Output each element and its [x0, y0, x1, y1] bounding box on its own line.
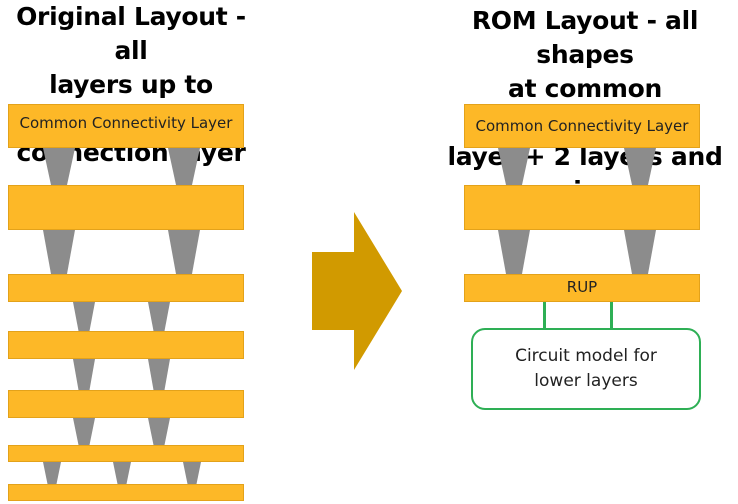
left-layer-4 [8, 331, 244, 359]
left-via [148, 359, 170, 390]
rup-layer [464, 274, 700, 302]
left-via [43, 230, 75, 274]
connector-line [543, 302, 546, 329]
left-layer-6 [8, 445, 244, 462]
left-via [183, 462, 201, 484]
circuit-model-text: Circuit model for lower layers [515, 346, 657, 391]
left-via [148, 302, 170, 331]
left-common-layer-label: Common Connectivity Layer [19, 114, 233, 132]
left-layer-7 [8, 484, 244, 501]
left-via [43, 148, 75, 185]
left-via [73, 418, 95, 445]
left-layer-2 [8, 185, 244, 230]
connector-line [610, 302, 613, 329]
left-via [73, 302, 95, 331]
left-via [73, 359, 95, 390]
left-via [148, 418, 170, 445]
right-layer-common [464, 104, 700, 148]
left-via [43, 462, 61, 484]
left-via [168, 230, 200, 274]
right-via [624, 230, 656, 274]
left-via [168, 148, 200, 185]
right-via [498, 230, 530, 274]
right-layer-2 [464, 185, 700, 230]
left-layer-common [8, 104, 244, 148]
left-via [113, 462, 131, 484]
rup-label: RUP [566, 278, 598, 296]
circuit-model-box: Circuit model for lower layers [471, 328, 701, 410]
left-layer-3 [8, 274, 244, 302]
left-layer-5 [8, 390, 244, 418]
right-arrow-icon [312, 212, 402, 370]
right-common-layer-label: Common Connectivity Layer [475, 117, 689, 135]
